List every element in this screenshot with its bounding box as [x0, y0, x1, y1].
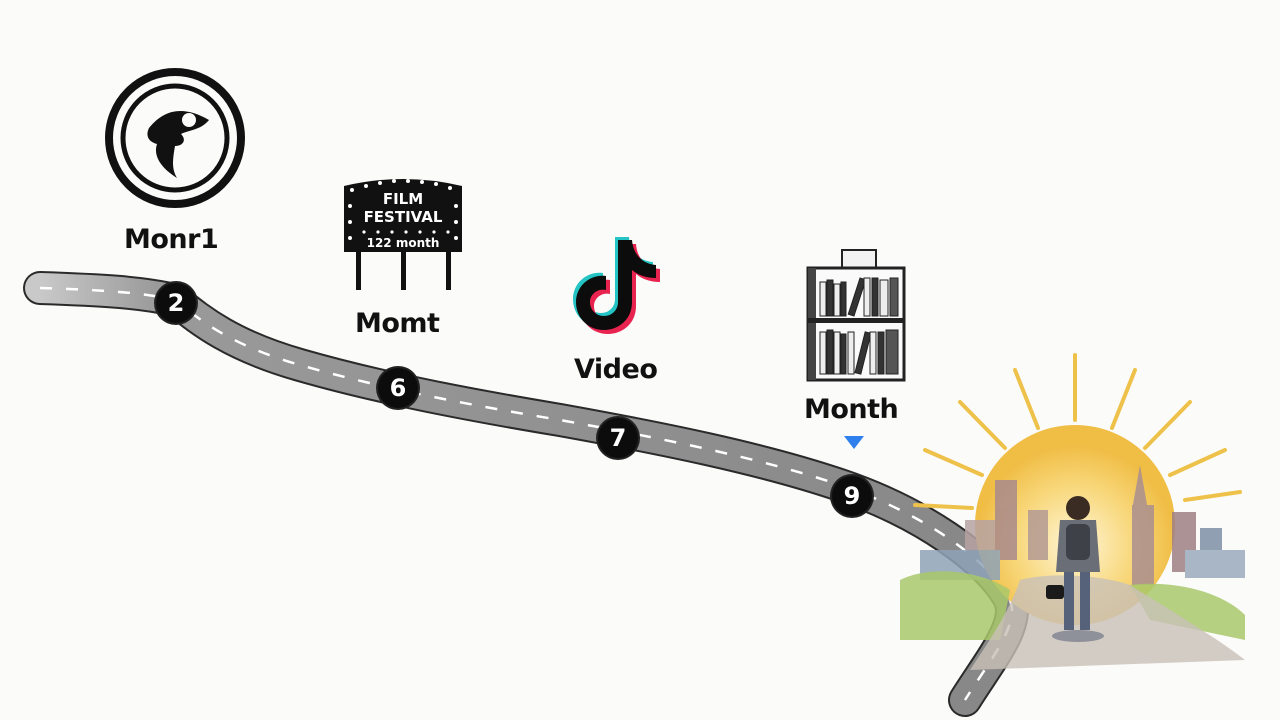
milestone-label-2: Momt	[355, 308, 440, 339]
road-marker-6: 6	[378, 368, 418, 408]
milestone-label-3: Video	[574, 354, 658, 385]
grass-left	[900, 571, 1010, 640]
destination-city-sunrise	[900, 353, 1245, 670]
city-skyline	[920, 465, 1245, 585]
sign-line-3: 122 month	[367, 236, 440, 250]
pointer-triangle-icon	[844, 436, 864, 449]
traveler	[1046, 496, 1104, 642]
milestone-label-1: Monr1	[124, 224, 219, 255]
sign-line-2: FESTIVAL	[364, 208, 443, 226]
film-festival-sign-icon: FILM FESTIVAL 122 month	[344, 179, 462, 290]
grass-right	[1130, 583, 1245, 640]
milestone-label-4: Month	[804, 394, 899, 425]
sun-rays	[913, 353, 1242, 510]
road-marker-2: 2	[156, 283, 196, 323]
tiktok-note-icon	[573, 237, 660, 334]
road-marker-7: 7	[598, 418, 638, 458]
sign-line-1: FILM	[383, 190, 423, 208]
bookshelf-icon	[806, 249, 906, 382]
road-marker-9: 9	[832, 476, 872, 516]
destination-path	[970, 575, 1245, 670]
circle-emblem-icon	[105, 68, 245, 208]
